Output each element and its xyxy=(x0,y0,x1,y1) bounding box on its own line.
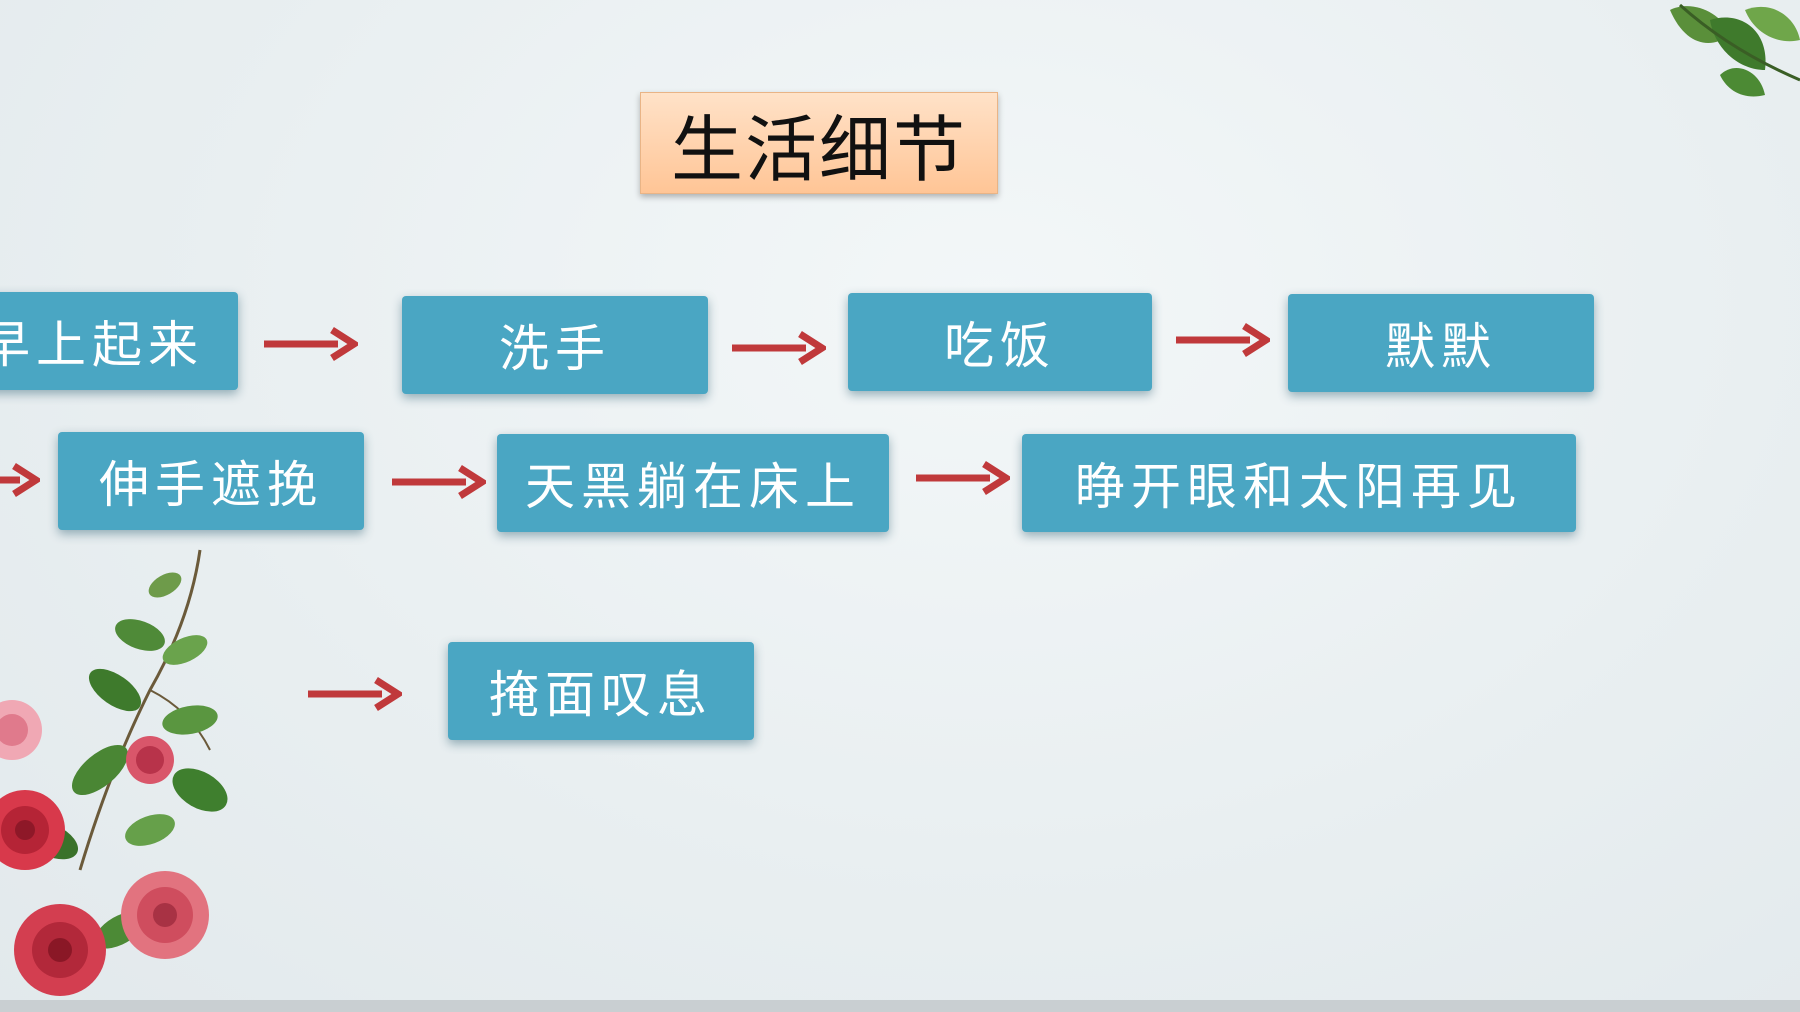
page-title: 生活细节 xyxy=(640,92,998,194)
leaf-decoration xyxy=(1670,3,1800,97)
bottom-bar xyxy=(0,1000,1800,1012)
node-row1-3: 吃饭 xyxy=(848,293,1152,391)
node-row2-1: 伸手遮挽 xyxy=(58,432,364,530)
node-row2-2: 天黑躺在床上 xyxy=(497,434,889,532)
arrow-right-icon xyxy=(308,677,402,711)
arrow-right-icon xyxy=(264,327,358,361)
arrow-right-icon xyxy=(0,463,40,497)
arrow-right-icon xyxy=(392,465,486,499)
node-row1-4: 默默 xyxy=(1288,294,1594,392)
arrow-right-icon xyxy=(732,331,826,365)
node-row1-1: 早上起来 xyxy=(0,292,238,390)
node-row2-3: 睁开眼和太阳再见 xyxy=(1022,434,1576,532)
arrow-right-icon xyxy=(1176,323,1270,357)
node-row3-1: 掩面叹息 xyxy=(448,642,754,740)
arrow-right-icon xyxy=(916,461,1010,495)
rose-decoration xyxy=(0,549,228,996)
node-row1-2: 洗手 xyxy=(402,296,708,394)
